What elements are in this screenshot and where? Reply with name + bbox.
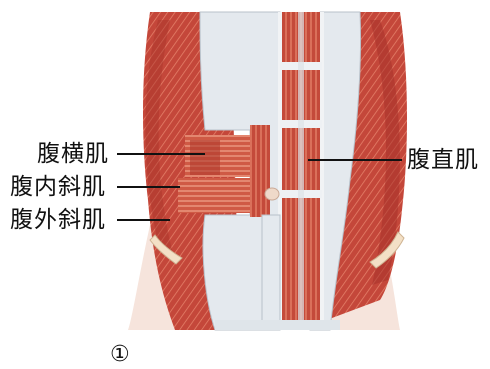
figure-caption: ① [110, 343, 130, 367]
navel [265, 188, 279, 200]
label-transversus: 腹横肌 [37, 140, 109, 168]
internal-oblique-window [178, 178, 253, 213]
label-external-oblique: 腹外斜肌 [10, 206, 106, 234]
rectus-abdominis [278, 12, 324, 330]
label-rectus: 腹直肌 [407, 146, 479, 174]
label-internal-oblique: 腹内斜肌 [10, 173, 106, 201]
